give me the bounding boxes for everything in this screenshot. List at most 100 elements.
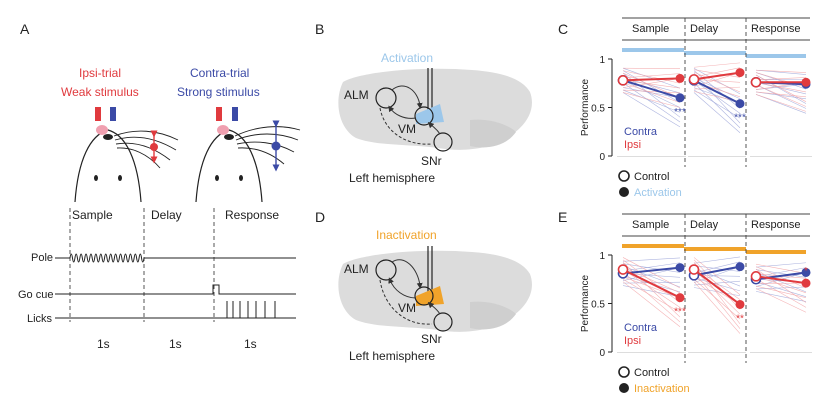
individual-session-line — [755, 77, 807, 81]
individual-session-line — [622, 278, 681, 313]
legend-manipulation-marker — [619, 187, 629, 197]
individual-session-line — [755, 262, 807, 268]
legend-control-label: Control — [634, 171, 669, 183]
y-axis-label: Performance — [580, 78, 591, 136]
individual-session-line — [755, 286, 807, 290]
panel-a: A Ipsi-trial Weak stimulus Contra-trial … — [18, 21, 301, 351]
vm-label: VM — [398, 301, 416, 315]
individual-session-line — [622, 70, 681, 84]
row-label-licks: Licks — [27, 313, 53, 325]
panel-c-letter: C — [558, 21, 568, 37]
vm-node — [414, 106, 434, 126]
light-cone-inactivation — [416, 286, 444, 306]
legend-manipulation-marker — [619, 383, 629, 393]
significance-stars: ** — [736, 313, 744, 324]
row-label-go-cue: Go cue — [18, 289, 53, 301]
y-tick-label: 0.5 — [591, 104, 605, 115]
light-cone-activation — [416, 104, 444, 124]
y-tick-label: 0.5 — [591, 300, 605, 311]
manipulation-point-ipsi — [675, 293, 685, 303]
control-point-ipsi — [688, 74, 700, 85]
individual-session-line — [755, 69, 807, 73]
panel-d-letter: D — [315, 209, 325, 225]
hemisphere-label: Left hemisphere — [349, 349, 435, 363]
individual-session-line — [693, 259, 741, 310]
legend-series-contra: Contra — [624, 322, 658, 334]
individual-session-line — [755, 291, 807, 302]
epoch-header-sample: Sample — [632, 219, 669, 231]
individual-session-line — [693, 279, 741, 320]
epoch-header-delay: Delay — [690, 23, 719, 35]
individual-session-line — [693, 257, 741, 296]
mean-line-contra — [622, 266, 681, 275]
control-point-ipsi — [750, 271, 762, 282]
vm-label: VM — [398, 122, 416, 136]
legend-manipulation-label: Inactivation — [634, 383, 690, 395]
control-point-ipsi — [688, 264, 700, 275]
significance-stars: *** — [674, 107, 686, 118]
epoch-label-sample: Sample — [72, 208, 113, 222]
mean-line-ipsi — [622, 268, 681, 299]
mean-line-contra — [693, 79, 741, 105]
brain-schematic-inactivation — [338, 246, 532, 332]
light-bar — [622, 48, 684, 52]
mean-line-contra — [693, 265, 741, 277]
control-point-ipsi — [617, 75, 629, 86]
individual-session-line — [755, 267, 807, 278]
snr-node — [433, 312, 453, 332]
alm-node — [375, 259, 397, 281]
light-bar — [684, 247, 746, 251]
contra-trial-subtitle: Strong stimulus — [177, 85, 260, 99]
individual-session-line — [693, 256, 741, 264]
individual-session-line — [622, 269, 681, 308]
panel-a-letter: A — [20, 21, 30, 37]
manipulation-point-ipsi — [801, 77, 811, 87]
individual-session-line — [622, 257, 681, 262]
duration-delay: 1s — [169, 337, 182, 351]
individual-session-line — [755, 94, 807, 112]
duration-response: 1s — [244, 337, 257, 351]
light-bar — [622, 244, 684, 248]
individual-session-line — [622, 257, 681, 289]
individual-session-line — [755, 91, 807, 98]
legend-control-marker — [618, 170, 630, 182]
individual-session-line — [622, 89, 681, 94]
individual-session-line — [693, 92, 741, 133]
individual-session-line — [755, 285, 807, 298]
epoch-header-response: Response — [751, 219, 801, 231]
pole-marker-red — [216, 107, 222, 121]
individual-session-line — [622, 263, 681, 273]
epoch-header-delay: Delay — [690, 219, 719, 231]
individual-session-line — [755, 288, 807, 313]
individual-session-line — [622, 259, 681, 303]
individual-session-line — [693, 265, 741, 272]
mouse-head-ipsi-icon — [74, 125, 179, 203]
brain-schematic-activation — [338, 68, 532, 152]
individual-session-line — [622, 67, 681, 89]
pole-marker-blue — [110, 107, 116, 121]
individual-session-line — [755, 72, 807, 90]
panel-d: D Inactivation ALM VM SNr Left hemispher… — [315, 209, 532, 363]
control-point-ipsi — [750, 76, 762, 88]
lick-ticks — [226, 301, 276, 318]
individual-session-line — [622, 271, 681, 323]
individual-session-line — [622, 80, 681, 108]
alm-label: ALM — [344, 88, 369, 102]
individual-session-line — [622, 92, 681, 128]
significance-stars: *** — [734, 113, 746, 124]
light-bar — [746, 54, 806, 58]
row-label-pole: Pole — [31, 252, 53, 264]
y-tick-label: 0 — [599, 152, 605, 163]
individual-session-line — [755, 94, 807, 114]
alm-label: ALM — [344, 262, 369, 276]
individual-session-line — [693, 281, 741, 334]
pole-oscillation-trace — [69, 253, 145, 263]
light-bar — [684, 51, 746, 55]
individual-session-line — [755, 69, 807, 75]
individual-session-line — [622, 73, 681, 79]
significance-stars: * — [804, 266, 808, 277]
alm-node — [375, 87, 397, 109]
manipulation-point-contra — [735, 262, 745, 272]
